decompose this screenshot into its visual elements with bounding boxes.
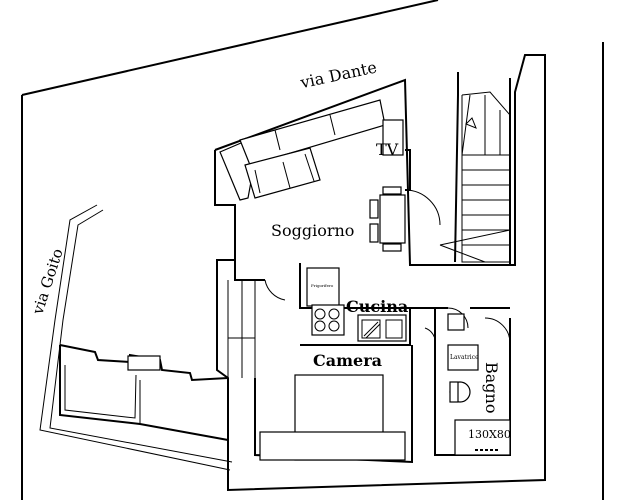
chair [382,243,402,252]
bed-head [259,431,406,461]
shower [454,419,511,456]
chair [382,186,402,195]
stove [311,304,345,336]
via-goito-inner-edge [49,209,233,463]
burner-icon [314,320,326,332]
entry-door [404,189,441,226]
left-annex [59,280,256,441]
room-label-bedroom: Camera [313,351,382,370]
via-goito-edge [39,204,231,471]
dining-table [379,194,406,244]
burner-icon [314,308,326,320]
burner-icon [328,308,340,320]
living-furniture [219,99,406,252]
tv-unit [382,119,404,156]
bedroom-furniture [259,374,406,461]
sofa [244,147,321,199]
street-boundaries [21,0,604,500]
washer-label: Lavatrice [450,354,479,361]
room-label-living: Soggiorno [271,221,354,240]
street-label-dante: via Dante [298,57,379,92]
chair [369,199,379,219]
sink [357,314,407,342]
room-label-kitchen: Cucina [346,297,408,316]
staircase [439,91,511,263]
bath-fixtures [447,313,511,456]
chair [369,223,379,243]
shower-size-label: 130X80 [468,428,511,441]
tv-label: TV [376,140,399,159]
kitchen-fixtures [306,267,407,342]
room-label-bathroom: Bagno [482,362,501,413]
fridge-label: Frigorifero [311,283,334,288]
via-dante-edge [21,0,439,96]
stair-arrow-icon [465,117,477,129]
bidet [447,313,465,331]
burner-icon [328,320,340,332]
washer [447,344,479,371]
